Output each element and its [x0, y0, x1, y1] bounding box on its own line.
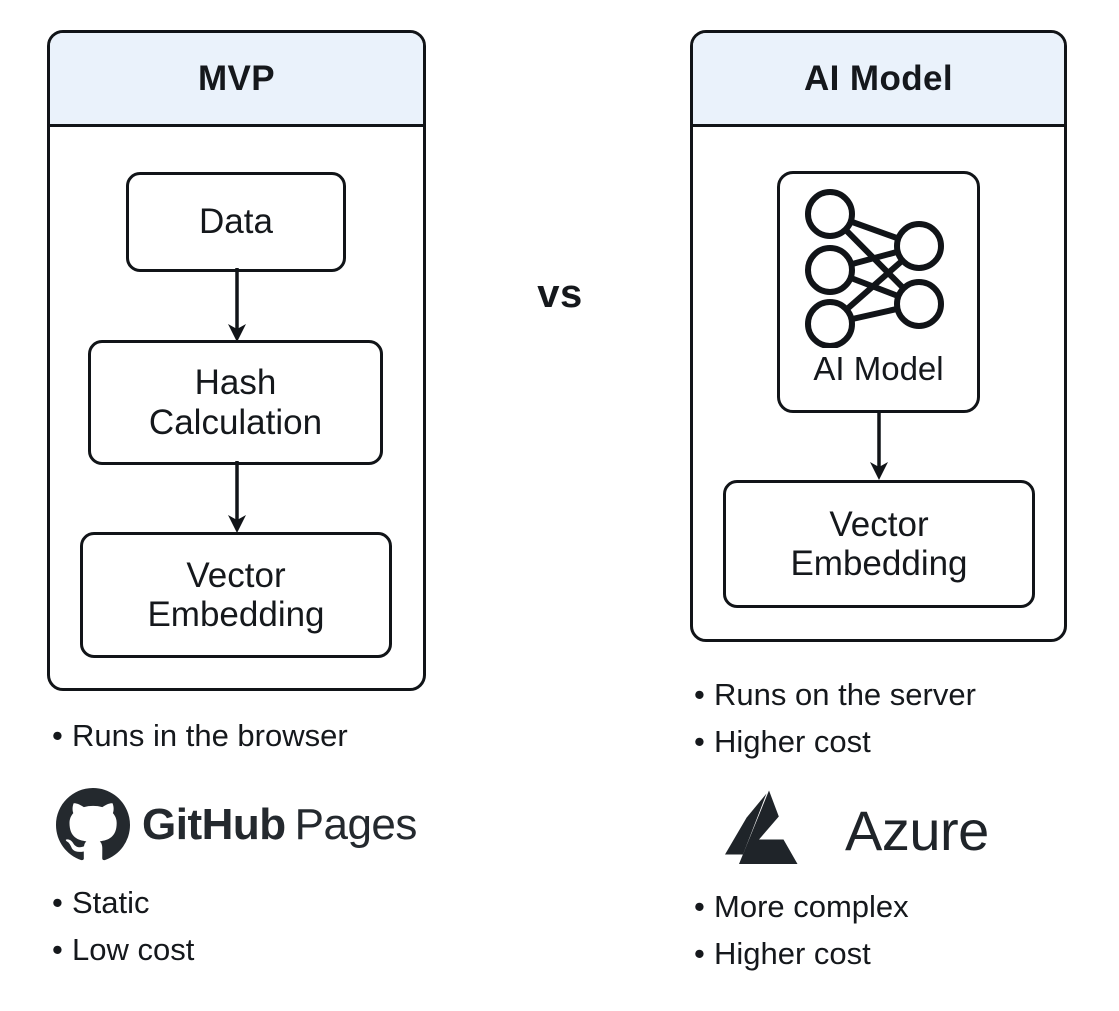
bullet-dot-icon: • [52, 718, 63, 753]
list-item: • Runs on the server [694, 671, 976, 718]
arrow-hash-to-vector [228, 461, 246, 533]
panel-mvp-header: MVP [50, 33, 423, 127]
node-hash-calculation: Hash Calculation [88, 340, 383, 465]
list-item: • More complex [694, 883, 909, 930]
node-vector-right-label-line2: Embedding [790, 544, 968, 583]
list-item-label: Static [72, 885, 150, 920]
list-item: • Low cost [52, 926, 194, 973]
github-octocat-icon [56, 788, 130, 861]
comparison-vs-label: vs [537, 272, 583, 316]
list-item: • Runs in the browser [52, 712, 348, 759]
github-wordmark-bold: GitHub [142, 800, 286, 849]
bullet-dot-icon: • [52, 932, 63, 968]
list-item: • Static [52, 879, 194, 926]
neural-network-icon [804, 189, 944, 348]
bullet-dot-icon: • [694, 677, 705, 712]
bullet-list-mvp-top: • Runs in the browser [52, 712, 348, 759]
list-item-label: Higher cost [714, 724, 871, 760]
bullet-list-aimodel-top: • Runs on the server • Higher cost [694, 671, 976, 765]
arrow-data-to-hash [228, 268, 246, 342]
list-item: • Higher cost [694, 718, 976, 765]
node-vector-right-label-line1: Vector [829, 504, 929, 544]
list-item-label: More complex [714, 889, 909, 924]
node-hash-label-line2: Calculation [148, 402, 323, 442]
azure-wordmark: Azure [845, 798, 989, 862]
node-vector-embedding-left: Vector Embedding [80, 532, 392, 658]
bullet-dot-icon: • [694, 936, 705, 972]
pages-wordmark-regular: Pages [294, 800, 418, 849]
node-vector-left-label-line1: Vector [186, 555, 286, 595]
bullet-list-aimodel-bottom: • More complex • Higher cost [694, 883, 909, 977]
node-hash-label-line1: Hash [194, 363, 277, 403]
bullet-dot-icon: • [694, 889, 705, 924]
node-data: Data [126, 172, 346, 272]
node-data-label: Data [199, 202, 273, 242]
bullet-dot-icon: • [52, 885, 63, 920]
bullet-list-mvp-bottom: • Static • Low cost [52, 879, 194, 973]
list-item-label: Runs on the server [714, 677, 976, 712]
panel-ai-model-header: AI Model [693, 33, 1064, 127]
list-item-label: Higher cost [714, 936, 871, 972]
list-item-label: Runs in the browser [72, 718, 348, 753]
panel-mvp-title: MVP [197, 58, 276, 98]
bullet-dot-icon: • [694, 724, 705, 760]
list-item: • Higher cost [694, 930, 909, 977]
node-ai-model-label: AI Model [813, 350, 944, 387]
azure-logo: Azure [722, 790, 989, 870]
azure-a-icon [725, 790, 798, 864]
panel-ai-model-title: AI Model [803, 58, 954, 98]
node-vector-left-label-line2: Embedding [147, 595, 325, 634]
node-vector-embedding-right: Vector Embedding [723, 480, 1035, 608]
list-item-label: Low cost [72, 932, 195, 968]
arrow-aimodel-to-vector [870, 410, 888, 480]
node-ai-model: AI Model [777, 171, 980, 413]
